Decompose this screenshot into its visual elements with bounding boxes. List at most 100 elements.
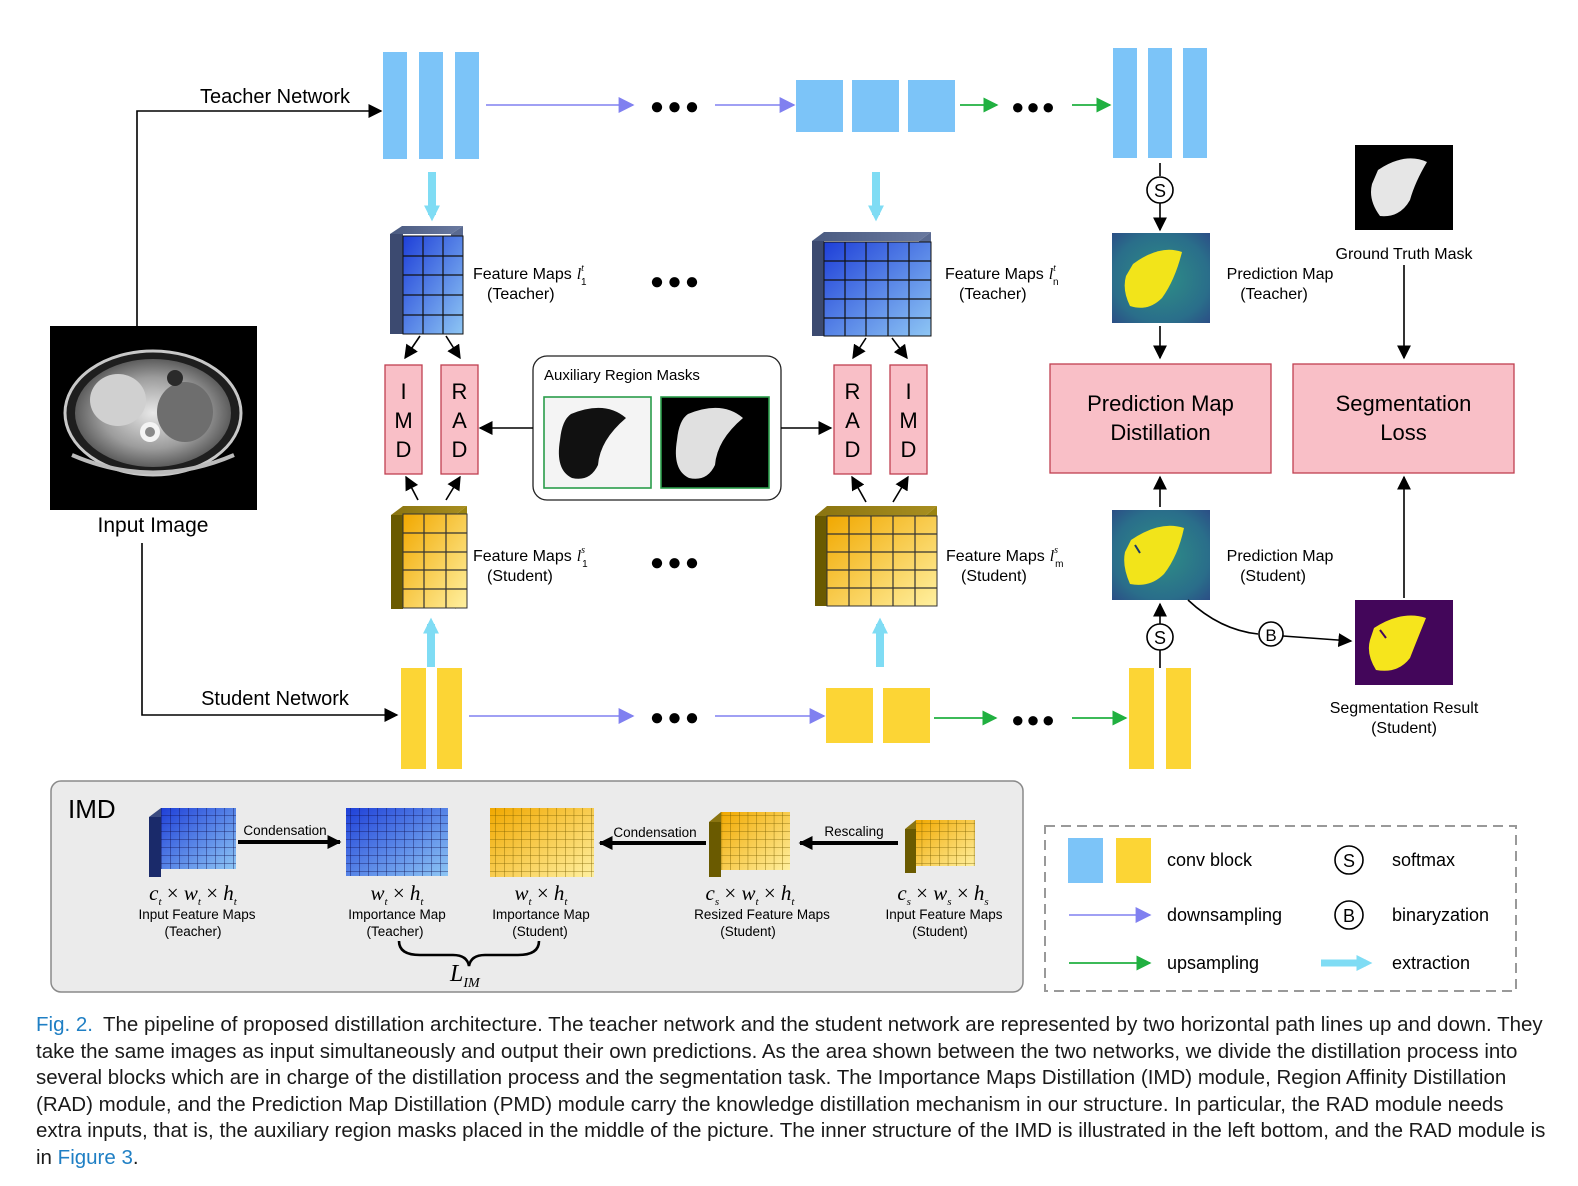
student-network-label: Student Network <box>201 688 350 710</box>
imd-item-3-line2: (Student) <box>512 924 568 939</box>
svg-text:M: M <box>394 408 412 433</box>
input-image-label: Input Image <box>98 514 209 537</box>
segmentation-result <box>1355 600 1453 685</box>
ground-truth-label: Ground Truth Mask <box>1336 246 1474 263</box>
svg-text:I: I <box>905 379 911 404</box>
binarization-curve-1 <box>1187 599 1259 635</box>
imd-item-2-line1: Importance Map <box>348 907 446 922</box>
imd-formula-3: wt × ht <box>515 881 569 908</box>
svg-text:D: D <box>901 437 917 462</box>
seg-loss-line1: Segmentation <box>1336 391 1472 416</box>
binarization-icon <box>1258 621 1284 647</box>
legend-softmax-symbol: S <box>1343 851 1355 871</box>
fm-student-1-role: (Student) <box>487 568 553 585</box>
arrow-fms1-to-imd <box>405 475 419 501</box>
legend-softmax-label: softmax <box>1392 850 1455 870</box>
arrow-fmtn-to-rad <box>852 337 867 360</box>
pipeline-diagram: Input Image Teacher Network Student Netw… <box>50 48 1517 993</box>
imd-condensation-label-teacher: Condensation <box>243 823 326 838</box>
imd-item-1-line1: Input Feature Maps <box>138 907 255 922</box>
svg-text:D: D <box>845 437 861 462</box>
teacher-conv-blocks-3 <box>1113 48 1207 158</box>
input-image: Input Image <box>50 326 257 537</box>
imd-module-left: I M D <box>384 364 423 475</box>
teacher-softmax-symbol: S <box>1154 181 1166 201</box>
feature-maps-student-1 <box>391 506 468 609</box>
fm-teacher-ellipsis: ●●● <box>650 268 703 295</box>
arrow-fmsm-to-imd <box>892 475 909 503</box>
teacher-conv-blocks-1 <box>383 52 479 159</box>
imd-loss-label: LIM <box>449 961 481 991</box>
imd-item-3-line1: Importance Map <box>492 907 590 922</box>
imd-formula-5: cs × ws × hs <box>897 881 988 908</box>
svg-text:R: R <box>452 379 468 404</box>
pred-map-teacher-label: Prediction Map <box>1227 266 1334 283</box>
imd-rescaling-label: Rescaling <box>824 824 883 839</box>
legend-conv-teacher <box>1068 838 1103 883</box>
caption-text: The pipeline of proposed distillation ar… <box>36 1013 1546 1169</box>
aux-mask-shape-light <box>675 407 743 479</box>
imd-item-1-line2: (Teacher) <box>164 924 221 939</box>
ground-truth-mask <box>1355 145 1453 230</box>
legend-binarization-label: binaryzation <box>1392 905 1489 925</box>
legend: conv block S softmax downsampling B bina… <box>1044 825 1517 992</box>
imd-item-2-line2: (Teacher) <box>366 924 423 939</box>
imd-formula-1: ct × wt × ht <box>149 881 238 908</box>
figure-3-link[interactable]: Figure 3 <box>57 1145 133 1169</box>
imd-formula-2: wt × ht <box>371 881 425 908</box>
svg-text:D: D <box>396 437 412 462</box>
imd-importance-map-student <box>490 808 594 877</box>
imd-item-5-line1: Input Feature Maps <box>885 907 1002 922</box>
pred-map-student-role: (Student) <box>1240 568 1306 585</box>
feature-maps-student-m <box>815 506 938 607</box>
legend-conv-student <box>1116 838 1151 883</box>
feature-maps-teacher-n <box>812 232 932 337</box>
imd-loss-brace <box>397 940 541 967</box>
student-conv-blocks-3 <box>1129 668 1191 769</box>
teacher-ellipsis-2: ●●● <box>1011 94 1057 119</box>
imd-item-4-line1: Resized Feature Maps <box>694 907 830 922</box>
seg-result-label: Segmentation Result <box>1330 700 1479 717</box>
imd-resized-fm-student <box>709 812 790 877</box>
arrow-fmt1-to-imd <box>404 335 421 360</box>
svg-text:I: I <box>400 379 406 404</box>
seg-loss-line2: Loss <box>1380 420 1426 445</box>
pmd-title-line1: Prediction Map <box>1087 391 1234 416</box>
rad-module-right: R A D <box>833 364 872 475</box>
auxiliary-region-masks: Auxiliary Region Masks <box>532 355 782 501</box>
rad-module-left: R A D <box>440 364 479 475</box>
student-softmax-symbol: S <box>1154 628 1166 648</box>
aux-masks-label: Auxiliary Region Masks <box>544 367 700 384</box>
legend-binarization-icon <box>1334 900 1364 930</box>
student-ellipsis-1: ●●● <box>650 704 703 731</box>
feature-maps-teacher-1 <box>390 226 464 335</box>
aux-mask-shape-dark <box>558 407 626 479</box>
imd-importance-map-teacher <box>346 808 448 876</box>
svg-text:A: A <box>845 408 860 433</box>
student-conv-blocks-2 <box>826 688 930 743</box>
prediction-map-student <box>1112 510 1210 600</box>
fm-teacher-n-role: (Teacher) <box>959 286 1027 303</box>
imd-condensation-label-student: Condensation <box>613 825 696 840</box>
legend-binarization-symbol: B <box>1343 906 1355 926</box>
arrow-fms1-to-rad <box>445 475 461 501</box>
arrow-input-to-student <box>141 543 399 722</box>
svg-text:M: M <box>899 408 917 433</box>
legend-conv-block-label: conv block <box>1167 850 1253 870</box>
caption-end: . <box>132 1145 139 1169</box>
imd-module-right: I M D <box>889 364 928 475</box>
arrow-fmt1-to-rad <box>445 335 461 360</box>
teacher-network-label: Teacher Network <box>200 86 351 108</box>
svg-text:A: A <box>452 408 467 433</box>
legend-softmax-icon <box>1334 845 1364 875</box>
imd-formula-4: cs × wt × ht <box>706 881 796 908</box>
arrow-fmtn-to-imd <box>891 337 908 360</box>
imd-item-5-line2: (Student) <box>912 924 968 939</box>
imd-panel-title: IMD <box>68 794 116 824</box>
prediction-map-distillation-box: Prediction Map Distillation <box>1049 363 1272 474</box>
teacher-ellipsis-1: ●●● <box>650 93 703 120</box>
legend-upsampling-label: upsampling <box>1167 953 1259 973</box>
